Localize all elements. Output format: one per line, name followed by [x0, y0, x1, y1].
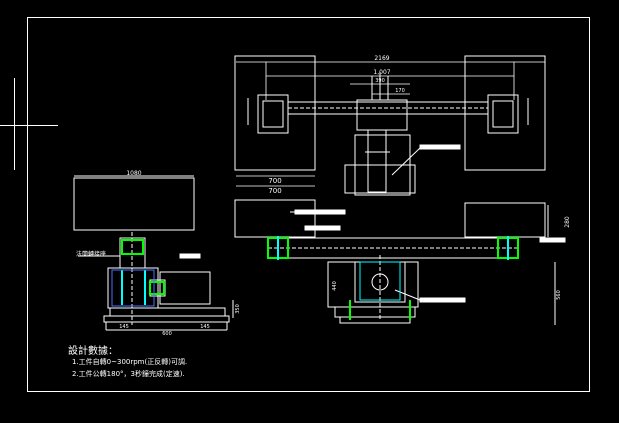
dim-front-bottom: 600: [162, 331, 172, 337]
sheet-border: [27, 17, 590, 392]
dim-top-mid: 390: [375, 78, 385, 84]
side-view: [73, 175, 234, 331]
dim-top-overall: 2169: [374, 55, 389, 62]
design-notes-heading: 設計數據：: [68, 344, 118, 357]
dim-left-width-b: 700: [268, 187, 281, 195]
dim-front-width: 1080: [126, 170, 141, 177]
design-note-1: 1.工件自轉0~300rpm(正反轉)可調.: [72, 357, 187, 366]
dim-right-height: 280: [564, 216, 571, 228]
top-view: [234, 55, 546, 196]
dim-base-height: 440: [332, 281, 338, 291]
dim-side-height: 560: [556, 290, 562, 300]
dim-front-right: 145: [200, 324, 210, 330]
design-note-2: 2.工件公轉180°，3秒鐘完成(定速).: [72, 369, 185, 378]
dim-left-width: 700: [268, 177, 281, 185]
dim-front-right-h: 350: [235, 304, 241, 314]
front-view: [234, 199, 566, 325]
dim-top-inner: 1,007: [373, 69, 390, 76]
top-view-dimensions: [236, 61, 545, 187]
dim-top-small: 170: [395, 88, 405, 94]
flange-label: 法蘭轉接座: [76, 250, 106, 258]
front-view-accents: [267, 236, 519, 320]
side-view-accents: [111, 239, 165, 307]
dim-front-left: 145: [119, 324, 129, 330]
cursor-crosshair-icon: [0, 78, 58, 170]
